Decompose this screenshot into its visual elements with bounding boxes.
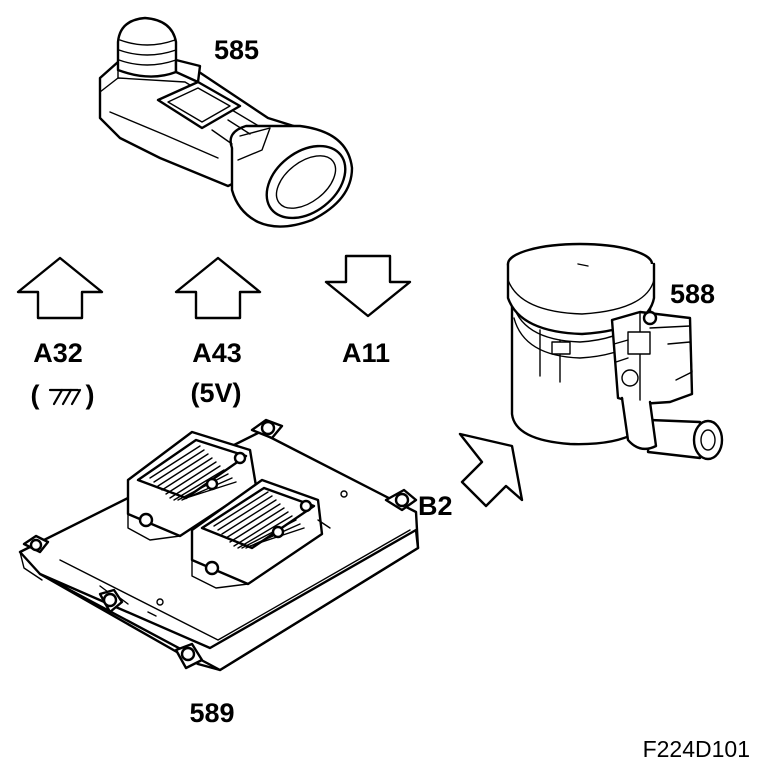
connection-b2-pin: B2 [418, 491, 453, 521]
map-sensor-585 [98, 16, 354, 228]
figure-reference: F224D101 [643, 736, 750, 762]
svg-text:(: ( [31, 380, 40, 410]
ecu-589 [18, 418, 420, 672]
signal-a32-pin: A32 [33, 338, 83, 368]
connection-arrow-b2 [458, 432, 524, 508]
ground-symbol-icon: ( ) [31, 380, 95, 410]
sensor-number-label: 585 [214, 35, 259, 65]
connector-pins [149, 445, 237, 501]
signal-arrow-a32 [16, 256, 104, 320]
signal-arrow-a11 [324, 254, 412, 318]
signal-a43-note: (5V) [190, 378, 241, 408]
svg-text:): ) [86, 380, 95, 410]
signal-a11-pin: A11 [342, 338, 390, 368]
ecu-number-label: 589 [189, 698, 234, 728]
signal-arrow-a43 [174, 256, 262, 320]
valve-588 [506, 242, 724, 461]
connector-pins [213, 491, 305, 549]
signal-a43-pin: A43 [192, 338, 242, 368]
valve-number-label: 588 [670, 279, 715, 309]
